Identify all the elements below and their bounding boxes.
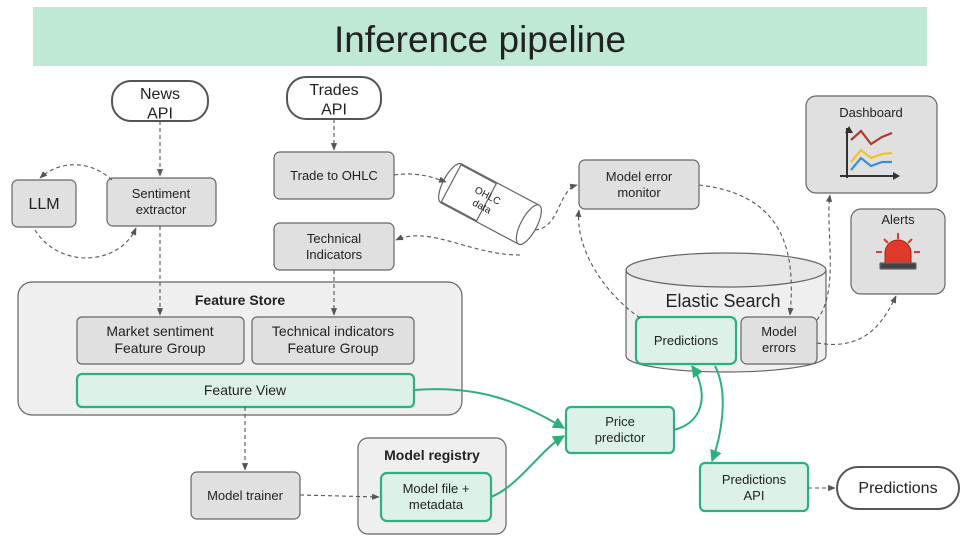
svg-text:Alerts: Alerts (881, 212, 915, 227)
model-error-monitor-label-line: Model error (606, 169, 673, 184)
svg-text:Predictions: Predictions (858, 480, 937, 497)
dashboard-label-line: Dashboard (839, 105, 903, 120)
svg-text:Model trainer: Model trainer (207, 488, 284, 503)
predictions-api-label-line: Predictions (722, 472, 787, 487)
dashed-connectors (34, 119, 897, 500)
technical-indicators-fg-label-line: Feature Group (287, 340, 378, 356)
price-predictor-label-line: predictor (595, 430, 646, 445)
svg-text:Dashboard: Dashboard (839, 105, 903, 120)
predictions-output-node: Predictions (836, 466, 960, 510)
alerts-node: Alerts (850, 208, 946, 295)
model-trainer-node: Model trainer (190, 471, 301, 520)
ohlc-data-node: OHLCdata (438, 162, 542, 246)
news-api-label-line: News (140, 86, 180, 103)
elastic-search-label: Elastic Search (665, 291, 780, 311)
news-api-label-line: API (147, 106, 173, 123)
svg-text:Feature View: Feature View (204, 382, 287, 398)
sentiment-extractor-label-line: extractor (136, 202, 187, 217)
svg-text:LLM: LLM (28, 196, 59, 213)
sentiment-extractor-label-line: Sentiment (132, 186, 191, 201)
model-registry-label: Model registry (384, 447, 480, 463)
model-file-label-line: metadata (409, 497, 464, 512)
model-file-label-line: Model file + (403, 481, 470, 496)
model-errors-label-line: Model (761, 324, 797, 339)
alarm-siren-icon (876, 233, 920, 270)
svg-text:Model file +metadata: Model file +metadata (403, 481, 470, 512)
title-banner: Inference pipeline (33, 7, 927, 66)
green-connectors (413, 365, 724, 498)
technical-indicators-fg-label-line: Technical indicators (272, 323, 394, 339)
feature-store-label-line: Feature Store (195, 292, 285, 308)
line-chart-icon (840, 126, 900, 180)
svg-text:Predictions: Predictions (654, 333, 719, 348)
technical-indicators-label-line: Technical (307, 231, 361, 246)
feature-store-label: Feature Store (195, 292, 285, 308)
predictions-out-label-line: Predictions (858, 480, 937, 497)
predictions-api-label-line: API (744, 488, 765, 503)
trades-api-label-line: Trades (309, 82, 358, 99)
technical-indicators-label-line: Indicators (306, 247, 363, 262)
elastic-search-label-line: Elastic Search (665, 291, 780, 311)
trades-api-label-line: API (321, 102, 347, 119)
llm-node: LLM (11, 179, 77, 228)
market-sentiment-fg-label-line: Feature Group (114, 340, 205, 356)
svg-text:Trade to OHLC: Trade to OHLC (290, 168, 378, 183)
model-file-node: Model file +metadata (379, 471, 493, 523)
page-title: Inference pipeline (334, 19, 626, 60)
feature-view-label-line: Feature View (204, 382, 287, 398)
price-predictor-label-line: Price (605, 414, 635, 429)
model-errors-label-line: errors (762, 340, 796, 355)
model-trainer-label-line: Model trainer (207, 488, 284, 503)
trade-to-ohlc-label-line: Trade to OHLC (290, 168, 378, 183)
predictions-store-label-line: Predictions (654, 333, 719, 348)
dashboard-node: Dashboard (805, 95, 938, 194)
market-sentiment-fg-label-line: Market sentiment (106, 323, 213, 339)
predictions-store-node: Predictions (634, 315, 738, 366)
feature-view-node: Feature View (75, 372, 416, 409)
alerts-label-line: Alerts (881, 212, 915, 227)
trade-to-ohlc-node: Trade to OHLC (273, 151, 395, 200)
model-error-monitor-label-line: monitor (617, 185, 661, 200)
llm-label-line: LLM (28, 196, 59, 213)
model-registry-label-line: Model registry (384, 447, 480, 463)
